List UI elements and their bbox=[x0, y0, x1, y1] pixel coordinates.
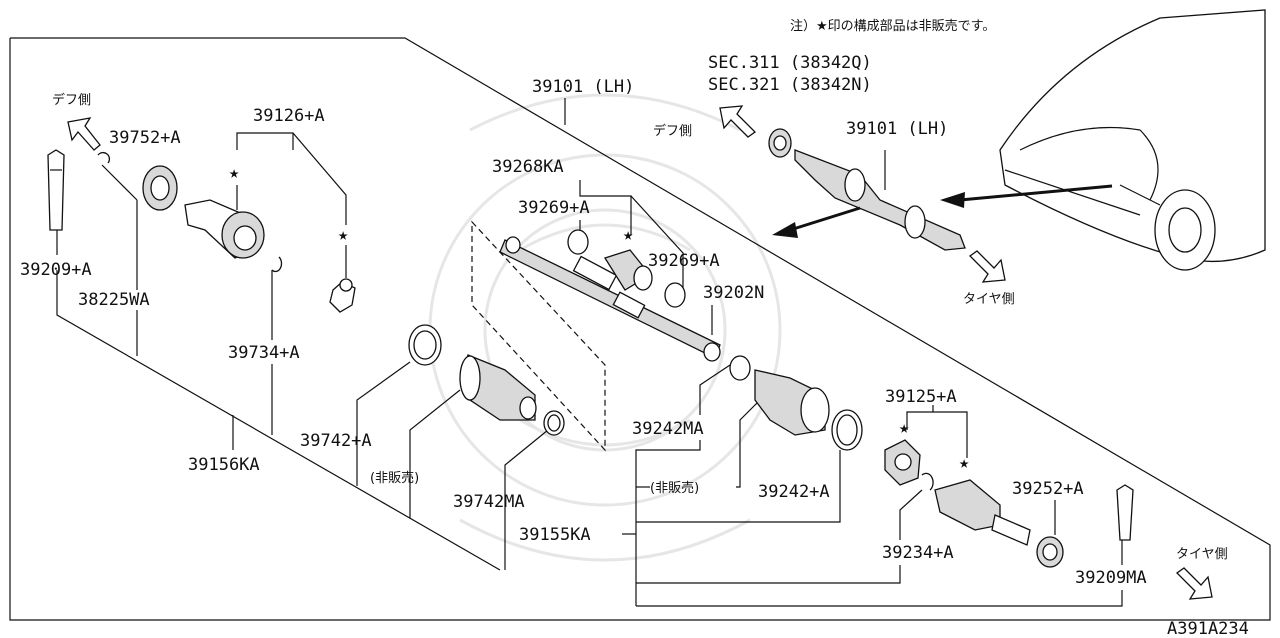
star-icon: ★ bbox=[338, 225, 348, 245]
band-39242ma bbox=[729, 355, 751, 381]
leader-lines-left bbox=[56, 132, 549, 571]
watermark-emblem bbox=[428, 93, 782, 562]
star-icon: ★ bbox=[623, 225, 633, 245]
part-39125: 39125+A bbox=[885, 387, 957, 407]
direction-label-tire-mid: タイヤ側 bbox=[963, 292, 1015, 307]
axle-pin-right bbox=[1116, 484, 1134, 541]
band-39269-right bbox=[664, 282, 686, 308]
arrow-tire-mid-icon bbox=[968, 250, 1006, 283]
snap-ring-39734 bbox=[271, 256, 283, 273]
arrow-diff-left-icon bbox=[67, 117, 101, 151]
part-39209ma: 39209MA bbox=[1075, 568, 1147, 588]
part-39209a: 39209+A bbox=[20, 260, 92, 280]
star-icon: ★ bbox=[899, 418, 909, 438]
part-39156: 39156KA bbox=[188, 455, 260, 475]
direction-label-diff-left: デフ側 bbox=[52, 92, 91, 108]
part-39234: 39234+A bbox=[882, 543, 954, 563]
shaft-39202 bbox=[499, 236, 721, 362]
car-body bbox=[999, 9, 1266, 263]
inset-shaft bbox=[794, 149, 966, 251]
part-39752: 39752+A bbox=[109, 128, 181, 148]
part-39252: 39252+A bbox=[1012, 479, 1084, 499]
part-38225: 38225WA bbox=[78, 290, 150, 310]
left-parts bbox=[47, 149, 356, 313]
right-parts bbox=[884, 439, 1134, 568]
arrow-black-head-1 bbox=[940, 192, 965, 208]
part-39126: 39126+A bbox=[253, 106, 325, 126]
part-39242ma: 39242MA bbox=[632, 419, 704, 439]
direction-label-tire-right: タイヤ側 bbox=[1176, 547, 1228, 562]
outer-joint-39125 bbox=[934, 479, 1001, 531]
section-ref-321: SEC.321 (38342N) bbox=[708, 75, 872, 95]
direction-label-diff-top: デフ側 bbox=[653, 123, 692, 139]
arrow-tire-right-icon bbox=[1175, 567, 1213, 600]
part-39742a: 39742+A bbox=[300, 431, 372, 451]
part-39269a-left: 39269+A bbox=[518, 198, 590, 218]
part-39202: 39202N bbox=[703, 283, 764, 303]
star-icon: ★ bbox=[959, 453, 969, 473]
non-sale-label-1: (非販売) bbox=[370, 470, 419, 486]
non-sale-note: 注）★印の構成部品は非販売です。 bbox=[790, 18, 995, 34]
figure-code: A391A234 bbox=[1167, 619, 1249, 638]
part-39242a: 39242+A bbox=[758, 482, 830, 502]
section-ref-311: SEC.311 (38342Q) bbox=[708, 53, 872, 73]
boot-kit-box bbox=[471, 220, 606, 452]
circlip-38225 bbox=[97, 151, 111, 164]
part-39734: 39734+A bbox=[228, 343, 300, 363]
inset-overview bbox=[768, 9, 1266, 271]
snap-ring-39234 bbox=[921, 472, 934, 491]
part-39269a-right: 39269+A bbox=[648, 251, 720, 271]
part-39742ma: 39742MA bbox=[453, 492, 525, 512]
band-39269-left bbox=[567, 229, 589, 255]
center-parts bbox=[567, 229, 863, 451]
arrow-diff-top-icon bbox=[719, 105, 757, 138]
arrow-black-head-2 bbox=[772, 222, 798, 238]
leader-lines-center bbox=[564, 98, 1123, 607]
part-39101-main: 39101 (LH) bbox=[532, 77, 634, 97]
direction-arrows bbox=[67, 105, 1213, 600]
part-39101-inset: 39101 (LH) bbox=[846, 119, 948, 139]
diagram-outline bbox=[9, 37, 1271, 621]
boot-parts-left bbox=[408, 324, 565, 436]
axle-pin-left bbox=[47, 149, 65, 231]
part-39155: 39155KA bbox=[519, 525, 591, 545]
star-markers: ★ ★ ★ ★ ★ bbox=[229, 163, 969, 473]
part-39268: 39268KA bbox=[492, 157, 564, 177]
star-icon: ★ bbox=[229, 163, 239, 183]
labels: 注）★印の構成部品は非販売です。 A391A234 デフ側 デフ側 タイヤ側 タ… bbox=[20, 18, 1249, 638]
non-sale-label-2: (非販売) bbox=[650, 480, 699, 496]
